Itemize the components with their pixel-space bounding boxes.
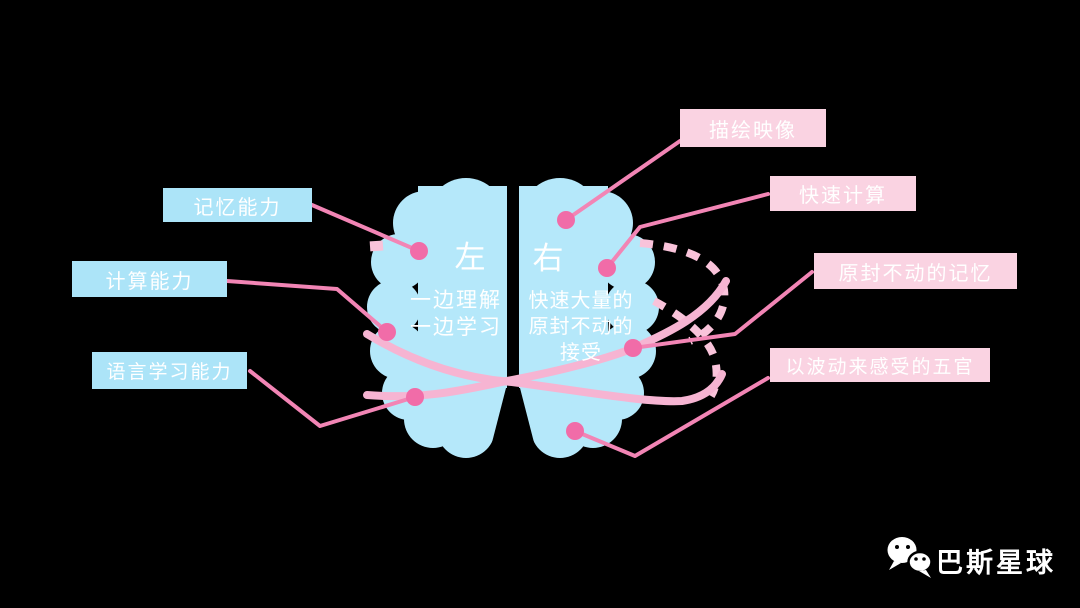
right-hemisphere-shape xyxy=(519,178,659,458)
connector-lines xyxy=(225,139,814,458)
dash-fragment xyxy=(369,240,384,252)
wechat-icon xyxy=(887,537,933,578)
swoosh-ascending xyxy=(363,277,730,401)
line-language xyxy=(248,369,417,428)
right-desc-line-1: 快速大量的 xyxy=(528,288,634,312)
dot-fast-calc xyxy=(598,259,616,277)
right-desc-line-2: 原封不动的 xyxy=(528,314,634,338)
left-desc-line-2: 一边学习 xyxy=(410,315,502,339)
line-imaging xyxy=(564,139,682,222)
dot-calculation xyxy=(378,323,396,341)
dot-memory xyxy=(410,242,428,260)
label-fast-calc: 快速计算 xyxy=(770,176,916,211)
line-calculation xyxy=(225,279,389,334)
dot-five-senses xyxy=(566,422,584,440)
hemisphere-gap xyxy=(488,388,538,458)
swoosh-descending xyxy=(363,330,726,406)
line-memory xyxy=(310,203,421,253)
dot-imaging xyxy=(557,211,575,229)
line-fast-calc xyxy=(605,192,770,270)
label-imaging: 描绘映像 xyxy=(680,109,826,147)
right-hemisphere-description: 快速大量的 原封不动的 接受 xyxy=(518,287,644,365)
dashed-arc-lower xyxy=(652,297,721,399)
label-language-learning: 语言学习能力 xyxy=(92,352,247,389)
left-hemisphere-title: 左 xyxy=(454,240,486,276)
watermark-account-name: 巴斯星球 xyxy=(936,548,1056,579)
label-calculation: 计算能力 xyxy=(72,261,227,297)
dot-language xyxy=(406,388,424,406)
dot-verbatim-memory xyxy=(624,339,642,357)
connector-dots xyxy=(378,211,642,440)
line-five-senses xyxy=(573,376,770,458)
line-verbatim-memory xyxy=(631,270,814,350)
left-desc-line-1: 一边理解 xyxy=(410,288,502,312)
right-hemisphere-title: 右 xyxy=(532,241,564,277)
label-verbatim-memory: 原封不动的记忆 xyxy=(814,253,1017,289)
right-desc-line-3: 接受 xyxy=(560,340,602,364)
left-hemisphere-description: 一边理解 一边学习 xyxy=(395,287,517,341)
label-five-senses: 以波动来感受的五官 xyxy=(770,348,990,382)
label-memory: 记忆能力 xyxy=(163,188,312,222)
swoosh-curves xyxy=(363,277,730,406)
